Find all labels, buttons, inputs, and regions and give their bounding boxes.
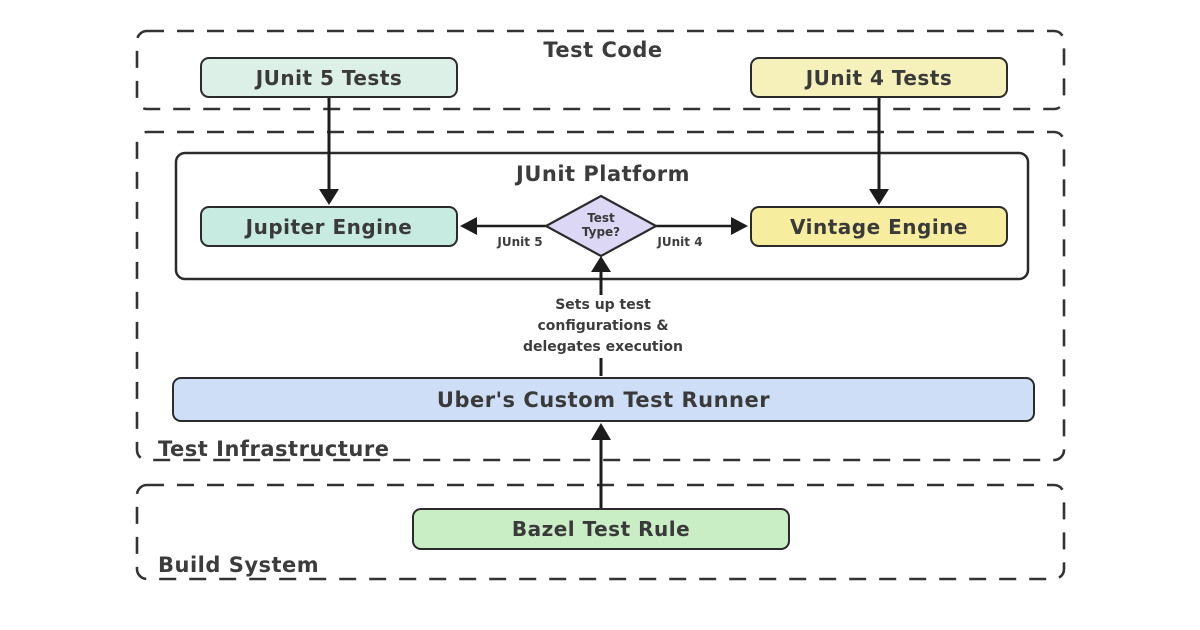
arrowhead-junit5-to-jupiter bbox=[319, 189, 339, 205]
vintage-engine-node: Vintage Engine bbox=[750, 206, 1008, 247]
edge-label-junit5: JUnit 5 bbox=[497, 235, 543, 249]
runner-annotation-line2: configurations & bbox=[537, 318, 669, 334]
arrowhead-uber-to-decision bbox=[591, 256, 611, 272]
test-code-section-box bbox=[135, 29, 1066, 111]
jupiter-engine-node: Jupiter Engine bbox=[200, 206, 458, 247]
test-infrastructure-section-label: Test Infrastructure bbox=[158, 437, 390, 461]
runner-annotation-line1: Sets up test bbox=[555, 297, 651, 313]
runner-annotation-line3: delegates execution bbox=[522, 339, 684, 355]
test-type-diamond bbox=[543, 194, 659, 258]
arrowhead-decision-to-vintage bbox=[731, 217, 748, 235]
test-type-diamond-label-line1: Test bbox=[587, 211, 615, 225]
test-code-section-label: Test Code bbox=[543, 38, 663, 62]
test-type-diamond-label: Test Type? bbox=[547, 211, 655, 239]
arrowhead-junit4-to-vintage bbox=[869, 189, 889, 205]
edge-label-junit4: JUnit 4 bbox=[657, 235, 703, 249]
build-system-section-label: Build System bbox=[158, 553, 320, 577]
uber-custom-test-runner-node: Uber's Custom Test Runner bbox=[172, 377, 1035, 422]
junit-platform-label: JUnit Platform bbox=[516, 162, 690, 186]
bazel-test-rule-node: Bazel Test Rule bbox=[412, 508, 790, 550]
arrowhead-bazel-to-uber bbox=[591, 423, 611, 440]
arrowhead-decision-to-jupiter bbox=[460, 217, 477, 235]
junit4-tests-node: JUnit 4 Tests bbox=[750, 57, 1008, 98]
test-type-diamond-label-line2: Type? bbox=[581, 225, 621, 239]
runner-annotation: Sets up test configurations & delegates … bbox=[503, 295, 703, 358]
test-infrastructure-section-box bbox=[135, 130, 1066, 462]
junit5-tests-node: JUnit 5 Tests bbox=[200, 57, 458, 98]
